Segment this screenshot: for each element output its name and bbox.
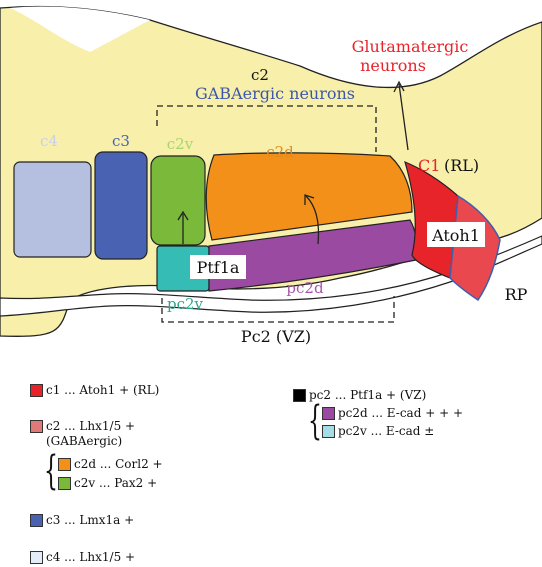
legend-c2d: c2d ... Corl2 + [58,457,163,471]
legend-pc2v: pc2v ... E-cad ± [322,424,434,438]
c2v-arrow [177,210,189,244]
upper-gap [10,6,150,52]
region-c4 [13,161,92,258]
legend-c4-text: c4 ... Lhx1/5 + [46,550,136,564]
rl-label: (RL) [444,156,479,175]
c2d-label: c2d [266,143,294,161]
glutamatergic-arrow [393,80,409,151]
c4-label: c4 [40,132,58,150]
rp-label: RP [505,285,528,304]
legend-pc2-brace: { [308,398,322,444]
legend-pc2-text: pc2 ... Ptf1a + (VZ) [309,388,427,402]
c2-top-label: c2 [251,66,269,84]
pc2-vz-label: Pc2 (VZ) [241,327,311,345]
c2d-arrow [304,194,320,245]
legend-pc2d-text: pc2d ... E-cad + + + [338,406,463,420]
legend-pc2: pc2 ... Ptf1a + (VZ) [293,388,426,402]
legend-c2-line2: (GABAergic) [46,434,122,448]
legend-c2d-text: c2d ... Corl2 + [74,457,163,471]
legend-c2-text: c2 ... Lhx1/5 + [46,419,136,433]
c1-label: C1 [418,156,440,175]
swatch-pc2 [293,389,306,402]
gaba-dashed-bracket [156,105,377,152]
atoh1-box [427,222,485,247]
region-c1-dark [404,160,459,279]
swatch-pc2v [322,425,335,438]
swatch-c2 [30,420,43,433]
legend-c2v: c2v ... Pax2 + [58,476,157,490]
ptf1a-label: Ptf1a [197,258,240,277]
legend-c4: c4 ... Lhx1/5 + [30,550,135,564]
legend-c1-text: c1 ... Atoh1 + (RL) [46,383,160,397]
neural-tube-diagram: Glutamatergic neurons c2 GABAergic neuro… [0,5,542,345]
c2v-label: c2v [167,135,194,153]
legend-pc2v-text: pc2v ... E-cad ± [338,424,435,438]
swatch-c2d [58,458,71,471]
swatch-pc2d [322,407,335,420]
pc2v-label: pc2v [167,295,204,313]
ptf1a-box [190,255,246,279]
region-c3 [94,151,148,260]
legend-c2v-text: c2v ... Pax2 + [74,476,158,490]
legend-c3-text: c3 ... Lmx1a + [46,513,135,527]
swatch-c4 [30,551,43,564]
legend-c2-brace: { [44,448,58,494]
pc2d-label: pc2d [286,279,324,297]
gabaergic-label: GABAergic neurons [195,84,355,103]
legend-c2-text2: (GABAergic) [46,434,123,448]
swatch-c1 [30,384,43,397]
region-c2v [150,155,206,246]
swatch-c2v [58,477,71,490]
legend-c1: c1 ... Atoh1 + (RL) [30,383,159,397]
legend-c3: c3 ... Lmx1a + [30,513,134,527]
swatch-c3 [30,514,43,527]
legend-pc2d: pc2d ... E-cad + + + [322,406,463,420]
vz-dashed-bracket [161,296,395,323]
lower-fissure [0,235,542,317]
glutamatergic-line1: Glutamatergic [352,37,469,56]
glutamatergic-line2: neurons [360,56,426,75]
legend-c2: c2 ... Lhx1/5 + [30,419,135,433]
c3-label: c3 [112,132,130,150]
atoh1-label: Atoh1 [431,226,480,245]
